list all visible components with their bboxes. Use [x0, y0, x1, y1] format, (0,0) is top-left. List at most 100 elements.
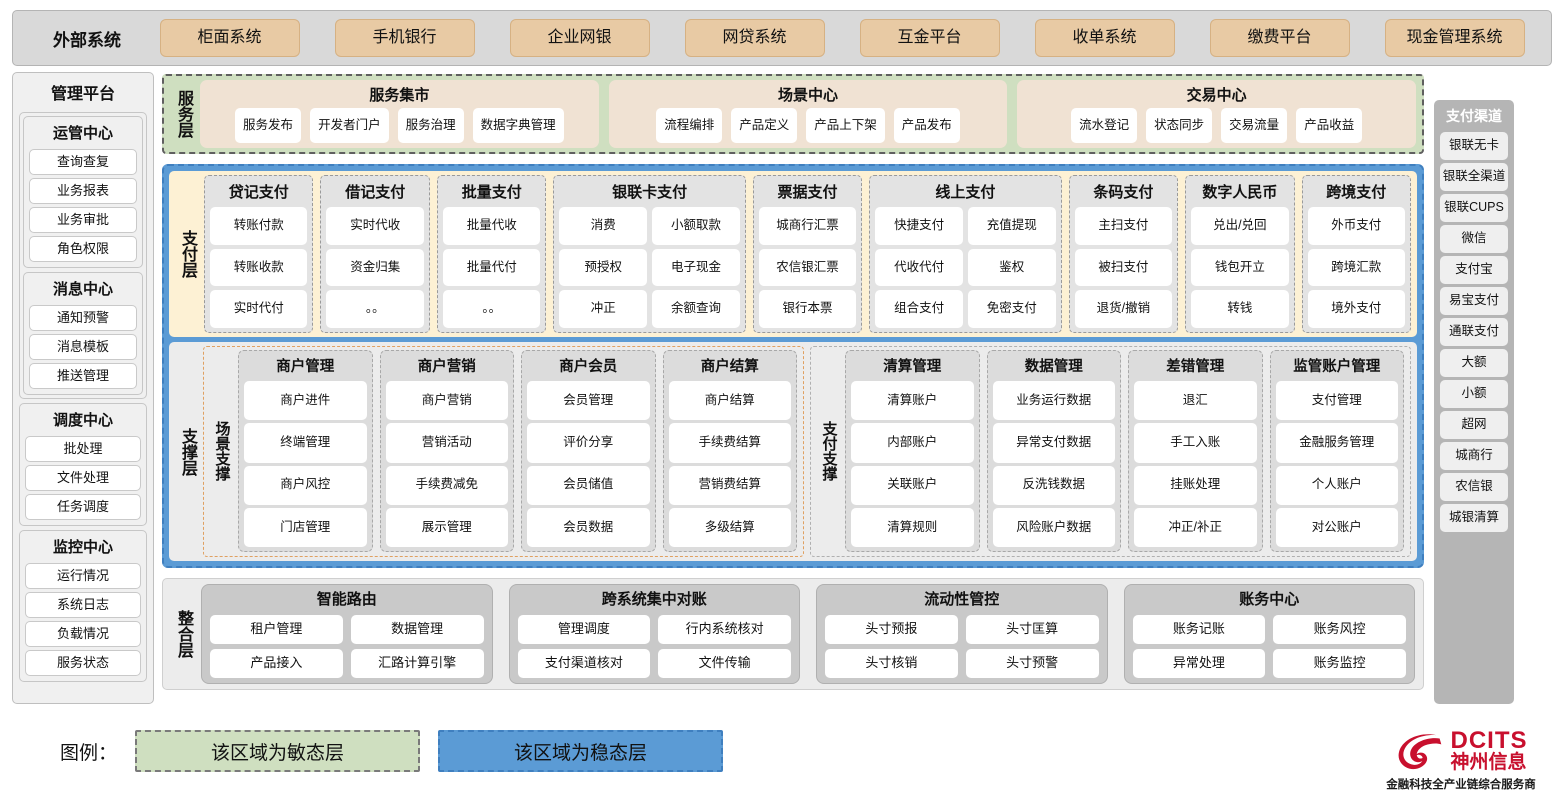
- external-system-item[interactable]: 缴费平台: [1209, 19, 1350, 57]
- integration-item[interactable]: 账务风控: [1273, 615, 1406, 644]
- payment-item[interactable]: 。。: [326, 290, 424, 329]
- payment-channel-item[interactable]: 银联CUPS: [1440, 194, 1508, 222]
- integration-item[interactable]: 产品接入: [210, 649, 343, 678]
- payment-item[interactable]: 农信银汇票: [758, 248, 857, 287]
- integration-item[interactable]: 文件传输: [658, 649, 791, 678]
- external-system-item[interactable]: 互金平台: [859, 19, 1000, 57]
- support-item[interactable]: 支付管理: [1275, 381, 1398, 421]
- payment-channel-item[interactable]: 银联全渠道: [1440, 163, 1508, 191]
- payment-item[interactable]: 实时代付: [210, 290, 308, 329]
- integration-item[interactable]: 头寸核销: [825, 649, 958, 678]
- support-item[interactable]: 商户风控: [244, 465, 367, 505]
- payment-item[interactable]: 主扫支付: [1074, 207, 1173, 245]
- support-item[interactable]: 评价分享: [527, 423, 650, 463]
- payment-item[interactable]: 外币支付: [1307, 207, 1406, 245]
- management-menu-item[interactable]: 业务审批: [29, 207, 137, 233]
- service-item[interactable]: 产品收益: [1296, 108, 1363, 143]
- support-item[interactable]: 异常支付数据: [992, 423, 1115, 463]
- payment-item[interactable]: 资金归集: [326, 248, 424, 287]
- external-system-item[interactable]: 柜面系统: [159, 19, 300, 57]
- service-item[interactable]: 开发者门户: [310, 108, 389, 143]
- external-system-item[interactable]: 手机银行: [334, 19, 475, 57]
- support-item[interactable]: 会员管理: [527, 381, 650, 421]
- payment-item[interactable]: 跨境汇款: [1307, 248, 1406, 287]
- support-item[interactable]: 内部账户: [851, 423, 974, 463]
- support-item[interactable]: 会员数据: [527, 507, 650, 547]
- management-menu-item[interactable]: 运行情况: [25, 563, 141, 589]
- payment-item[interactable]: 兑出/兑回: [1191, 207, 1289, 245]
- management-menu-item[interactable]: 文件处理: [25, 465, 141, 491]
- integration-item[interactable]: 账务记账: [1132, 615, 1266, 644]
- payment-item[interactable]: 被扫支付: [1074, 248, 1173, 287]
- external-system-item[interactable]: 现金管理系统: [1384, 19, 1525, 57]
- payment-channel-item[interactable]: 城银清算: [1440, 504, 1508, 532]
- service-item[interactable]: 状态同步: [1146, 108, 1213, 143]
- support-item[interactable]: 多级结算: [668, 507, 791, 547]
- support-item[interactable]: 清算账户: [851, 381, 974, 421]
- payment-item[interactable]: 银行本票: [758, 290, 857, 329]
- payment-item[interactable]: 代收代付: [875, 248, 963, 287]
- payment-channel-item[interactable]: 银联无卡: [1440, 132, 1508, 160]
- payment-channel-item[interactable]: 超网: [1440, 411, 1508, 439]
- support-item[interactable]: 终端管理: [244, 423, 367, 463]
- integration-item[interactable]: 异常处理: [1132, 649, 1266, 678]
- support-item[interactable]: 营销费结算: [668, 465, 791, 505]
- support-item[interactable]: 手工入账: [1134, 423, 1257, 463]
- integration-item[interactable]: 支付渠道核对: [517, 649, 651, 678]
- payment-item[interactable]: 余额查询: [652, 290, 740, 329]
- payment-item[interactable]: 城商行汇票: [758, 207, 857, 245]
- payment-item[interactable]: 鉴权: [967, 248, 1056, 287]
- payment-channel-item[interactable]: 大额: [1440, 349, 1508, 377]
- management-menu-item[interactable]: 任务调度: [25, 494, 141, 520]
- management-menu-item[interactable]: 负载情况: [25, 621, 141, 647]
- management-menu-item[interactable]: 角色权限: [29, 236, 137, 262]
- external-system-item[interactable]: 网贷系统: [684, 19, 825, 57]
- payment-item[interactable]: 小额取款: [652, 207, 740, 245]
- payment-item[interactable]: 组合支付: [875, 290, 963, 329]
- payment-item[interactable]: 快捷支付: [875, 207, 963, 245]
- payment-item[interactable]: 充值提现: [967, 207, 1056, 245]
- external-system-item[interactable]: 企业网银: [509, 19, 650, 57]
- support-item[interactable]: 金融服务管理: [1275, 423, 1398, 463]
- service-item[interactable]: 产品发布: [893, 108, 960, 143]
- payment-item[interactable]: 转钱: [1191, 290, 1289, 329]
- payment-item[interactable]: 预授权: [559, 248, 648, 287]
- support-item[interactable]: 门店管理: [244, 507, 367, 547]
- payment-item[interactable]: 。。: [442, 290, 541, 329]
- service-item[interactable]: 流程编排: [656, 108, 723, 143]
- support-item[interactable]: 商户营销: [385, 381, 508, 421]
- support-item[interactable]: 业务运行数据: [992, 381, 1115, 421]
- support-item[interactable]: 商户结算: [668, 381, 791, 421]
- integration-item[interactable]: 头寸预警: [965, 649, 1099, 678]
- payment-channel-item[interactable]: 微信: [1440, 225, 1508, 253]
- service-item[interactable]: 服务治理: [397, 108, 464, 143]
- service-item[interactable]: 交易流量: [1221, 108, 1288, 143]
- external-system-item[interactable]: 收单系统: [1034, 19, 1175, 57]
- service-item[interactable]: 流水登记: [1071, 108, 1138, 143]
- support-item[interactable]: 个人账户: [1275, 465, 1398, 505]
- support-item[interactable]: 营销活动: [385, 423, 508, 463]
- payment-channel-item[interactable]: 农信银: [1440, 473, 1508, 501]
- service-item[interactable]: 产品定义: [731, 108, 798, 143]
- integration-item[interactable]: 账务监控: [1273, 649, 1406, 678]
- payment-item[interactable]: 转账付款: [210, 207, 308, 245]
- management-menu-item[interactable]: 系统日志: [25, 592, 141, 618]
- payment-item[interactable]: 退货/撤销: [1074, 290, 1173, 329]
- support-item[interactable]: 清算规则: [851, 507, 974, 547]
- management-menu-item[interactable]: 推送管理: [29, 363, 137, 389]
- support-item[interactable]: 手续费减免: [385, 465, 508, 505]
- support-item[interactable]: 会员储值: [527, 465, 650, 505]
- management-menu-item[interactable]: 查询查复: [29, 149, 137, 175]
- payment-item[interactable]: 免密支付: [967, 290, 1056, 329]
- management-menu-item[interactable]: 消息模板: [29, 334, 137, 360]
- integration-item[interactable]: 数据管理: [350, 615, 484, 644]
- payment-channel-item[interactable]: 小额: [1440, 380, 1508, 408]
- integration-item[interactable]: 头寸预报: [825, 615, 958, 644]
- service-item[interactable]: 产品上下架: [806, 108, 885, 143]
- payment-item[interactable]: 消费: [559, 207, 648, 245]
- integration-item[interactable]: 行内系统核对: [658, 615, 791, 644]
- payment-channel-item[interactable]: 城商行: [1440, 442, 1508, 470]
- integration-item[interactable]: 头寸匡算: [965, 615, 1099, 644]
- management-menu-item[interactable]: 通知预警: [29, 305, 137, 331]
- management-menu-item[interactable]: 批处理: [25, 436, 141, 462]
